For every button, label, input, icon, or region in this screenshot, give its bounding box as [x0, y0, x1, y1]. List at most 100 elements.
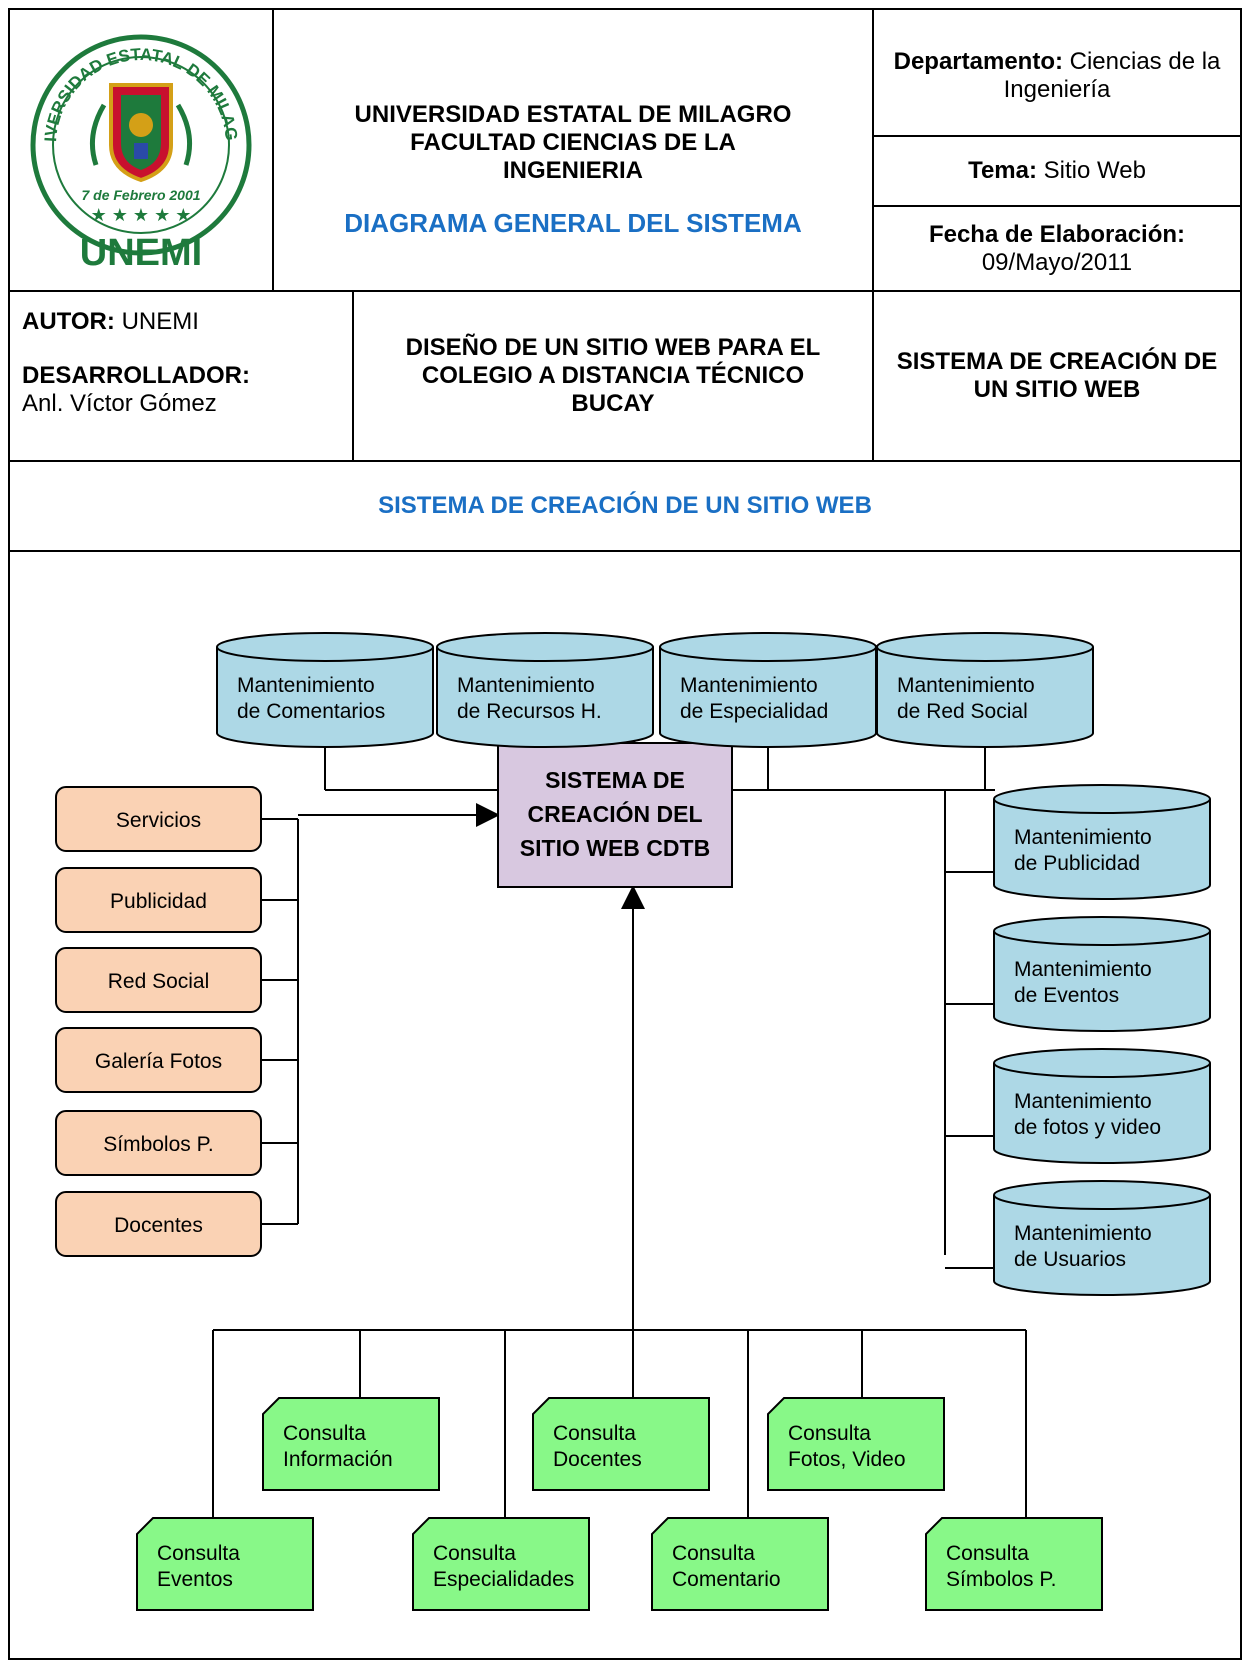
- module-label: Galería Fotos: [95, 1050, 222, 1073]
- svg-text:★ ★ ★ ★ ★: ★ ★ ★ ★ ★: [91, 205, 192, 225]
- autor-label: AUTOR:: [22, 308, 115, 335]
- module-box: Publicidad: [55, 867, 262, 933]
- rule-row1: [8, 290, 1242, 292]
- consulta-label: Docentes: [553, 1448, 642, 1471]
- module-box: Docentes: [55, 1191, 262, 1257]
- diagram-title-cell: DIAGRAMA GENERAL DEL SISTEMA: [274, 203, 872, 243]
- consulta-label: Consulta: [157, 1542, 240, 1565]
- tema-cell: Tema: Sitio Web: [874, 137, 1240, 205]
- database-label: Mantenimiento: [680, 674, 818, 697]
- border-right: [1240, 8, 1242, 1660]
- module-box: Símbolos P.: [55, 1110, 262, 1176]
- consulta-label: Información: [283, 1448, 393, 1471]
- desarrollador-label: DESARROLLADOR:: [22, 362, 250, 389]
- consulta-label: Consulta: [672, 1542, 755, 1565]
- section-title-cell: SISTEMA DE CREACIÓN DE UN SITIO WEB: [10, 462, 1240, 550]
- database-label: Mantenimiento: [457, 674, 595, 697]
- database-label: de Recursos H.: [457, 700, 602, 723]
- rule-logo: [272, 8, 274, 290]
- database-label: Mantenimiento: [237, 674, 375, 697]
- module-label: Red Social: [108, 970, 210, 993]
- module-box: Galería Fotos: [55, 1027, 262, 1093]
- module-box: Red Social: [55, 947, 262, 1013]
- top-database: Mantenimiento de Recursos H.: [436, 632, 654, 748]
- central-system-label: SITIO WEB CDTB: [520, 835, 710, 861]
- database-label: de Red Social: [897, 700, 1028, 723]
- top-database: Mantenimiento de Comentarios: [216, 632, 434, 748]
- logo-date-text: 7 de Febrero 2001: [81, 187, 200, 203]
- module-label: Publicidad: [110, 890, 207, 913]
- border-bottom: [8, 1658, 1242, 1660]
- autor-block: AUTOR: UNEMI DESARROLLADOR: Anl. Víctor …: [22, 308, 342, 418]
- database-label: de fotos y video: [1014, 1116, 1161, 1139]
- consulta-label: Consulta: [946, 1542, 1029, 1565]
- module-label: Símbolos P.: [103, 1133, 214, 1156]
- consulta-label: Consulta: [283, 1422, 366, 1445]
- departamento-label: Departamento:: [893, 47, 1063, 75]
- project-title: DISEÑO DE UN SITIO WEB PARA EL COLEGIO A…: [405, 334, 821, 417]
- top-database: Mantenimiento de Especialidad: [659, 632, 877, 748]
- unemi-logo: UNIVERSIDAD ESTATAL DE MILAGRO 7 de Febr…: [26, 25, 252, 274]
- consulta-label: Especialidades: [433, 1568, 574, 1591]
- rule-tema: [872, 205, 1242, 207]
- rule-autor: [352, 290, 354, 460]
- tema-value: Sitio Web: [1043, 157, 1146, 184]
- section-title: SISTEMA DE CREACIÓN DE UN SITIO WEB: [378, 492, 872, 519]
- database-label: de Publicidad: [1014, 852, 1140, 875]
- database-label: Mantenimiento: [897, 674, 1035, 697]
- rule-row2: [8, 460, 1242, 462]
- university-name: UNIVERSIDAD ESTATAL DE MILAGRO: [354, 101, 792, 128]
- fecha-value: 09/Mayo/2011: [981, 248, 1133, 276]
- autor-value: UNEMI: [121, 308, 199, 335]
- database-label: de Comentarios: [237, 700, 385, 723]
- desarrollador-value: Anl. Víctor Gómez: [22, 390, 217, 417]
- consulta-label: Consulta: [553, 1422, 636, 1445]
- departamento-value: Ciencias de la Ingeniería: [1003, 47, 1221, 103]
- database-label: Mantenimiento: [1014, 1222, 1152, 1245]
- module-label: Servicios: [116, 809, 201, 832]
- central-system-label: SISTEMA DE: [545, 767, 685, 793]
- document-frame: UNIVERSIDAD ESTATAL DE MILAGRO 7 de Febr…: [8, 8, 1242, 1660]
- database-label: de Usuarios: [1014, 1248, 1126, 1271]
- system-title: SISTEMA DE CREACIÓN DE UN SITIO WEB: [896, 348, 1218, 403]
- faculty-name: FACULTAD CIENCIAS DE LA INGENIERIA: [410, 129, 736, 184]
- right-database: Mantenimiento de fotos y video: [993, 1048, 1211, 1164]
- database-label: de Especialidad: [680, 700, 828, 723]
- logo-cell: UNIVERSIDAD ESTATAL DE MILAGRO 7 de Febr…: [10, 10, 272, 290]
- university-heading: UNIVERSIDAD ESTATAL DE MILAGRO FACULTAD …: [274, 88, 872, 198]
- fecha-cell: Fecha de Elaboración: 09/Mayo/2011: [874, 207, 1240, 290]
- database-label: de Eventos: [1014, 984, 1119, 1007]
- consulta-label: Símbolos P.: [946, 1568, 1057, 1591]
- rule-dept: [872, 135, 1242, 137]
- database-label: Mantenimiento: [1014, 1090, 1152, 1113]
- tema-label: Tema:: [968, 157, 1037, 184]
- right-database: Mantenimiento de Eventos: [993, 916, 1211, 1032]
- connectors: [212, 737, 1027, 1550]
- top-database: Mantenimiento de Red Social: [876, 632, 1094, 748]
- consulta-label: Consulta: [433, 1542, 516, 1565]
- consulta-label: Eventos: [157, 1568, 233, 1591]
- database-label: Mantenimiento: [1014, 826, 1152, 849]
- fecha-label: Fecha de Elaboración:: [928, 220, 1186, 248]
- right-database: Mantenimiento de Usuarios: [993, 1180, 1211, 1296]
- diagram-title: DIAGRAMA GENERAL DEL SISTEMA: [344, 207, 802, 238]
- departamento-cell: Departamento: Ciencias de la Ingeniería: [874, 16, 1240, 135]
- rule-row3: [8, 550, 1242, 552]
- database-label: Mantenimiento: [1014, 958, 1152, 981]
- rule-right: [872, 8, 874, 460]
- consulta-label: Consulta: [788, 1422, 871, 1445]
- module-box: Servicios: [55, 786, 262, 852]
- logo-brand: UNEMI: [80, 232, 202, 274]
- system-title-cell: SISTEMA DE CREACIÓN DE UN SITIO WEB: [874, 292, 1240, 460]
- module-label: Docentes: [114, 1214, 203, 1237]
- project-title-cell: DISEÑO DE UN SITIO WEB PARA EL COLEGIO A…: [354, 292, 872, 460]
